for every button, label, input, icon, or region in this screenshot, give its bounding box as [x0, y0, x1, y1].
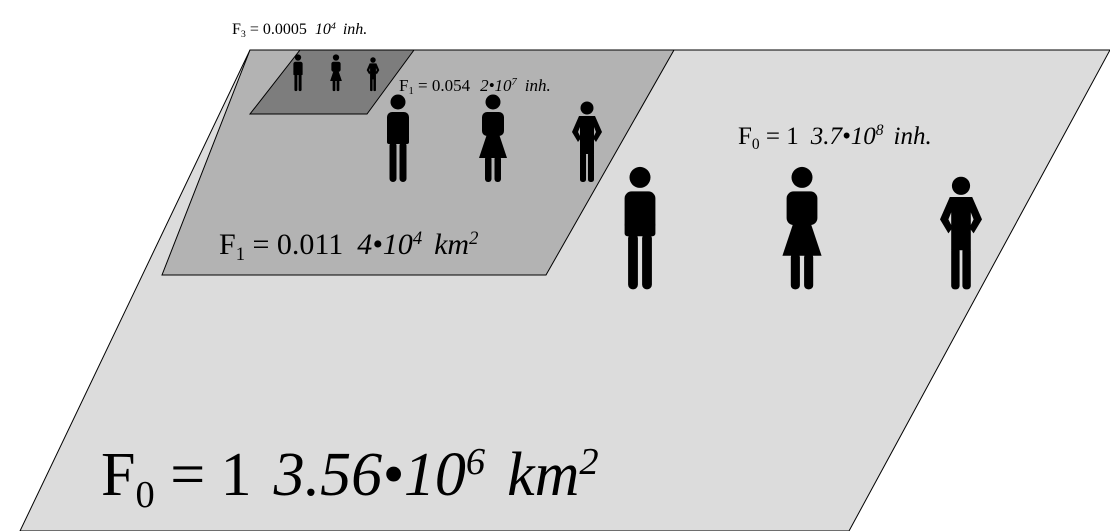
label-f1-area: F1 = 0.0114•104km2 — [219, 227, 479, 265]
label-f3-population: F3 = 0.0005104inh. — [232, 20, 368, 41]
label-f1-population: F1 = 0.0542•107inh. — [399, 76, 551, 98]
label-f0-population: F0 = 13.7•108inh. — [738, 122, 932, 153]
label-f0-area: F0 = 13.56•106km2 — [101, 440, 599, 517]
